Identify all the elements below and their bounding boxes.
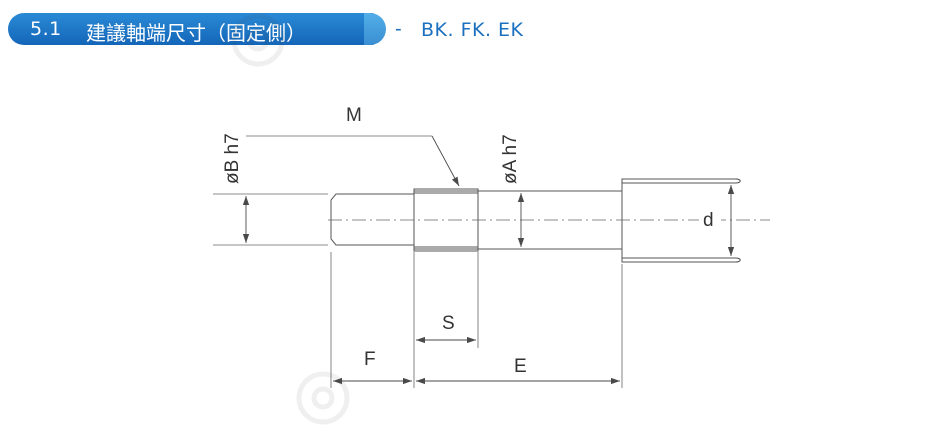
label-b: øB h7 [222,133,243,184]
label-e: E [514,356,527,377]
break-mark-top [734,178,741,184]
thread-region [413,188,479,252]
leader-m [431,135,460,187]
section-pill-tip [364,13,386,45]
section-title: 建議軸端尺寸（固定側） [86,21,306,45]
watermark [231,13,350,425]
section-subtitle: BK. FK. EK [421,19,524,41]
section-separator: - [395,18,402,40]
label-s: S [442,313,455,334]
section-header: 5.1 建議軸端尺寸（固定側） - BK. FK. EK [0,0,950,60]
shaft-b-section [330,193,414,246]
dimension-lines [242,135,735,385]
section-number: 5.1 [30,18,62,40]
section-pill [8,13,376,45]
shaft-d-body [621,178,738,263]
label-m: M [346,105,362,126]
shaft-outline [330,178,741,263]
label-f: F [364,349,376,370]
label-d: d [703,210,714,231]
extension-lines [213,135,623,388]
break-mark-bottom [734,257,741,263]
label-a: øA h7 [500,134,521,184]
